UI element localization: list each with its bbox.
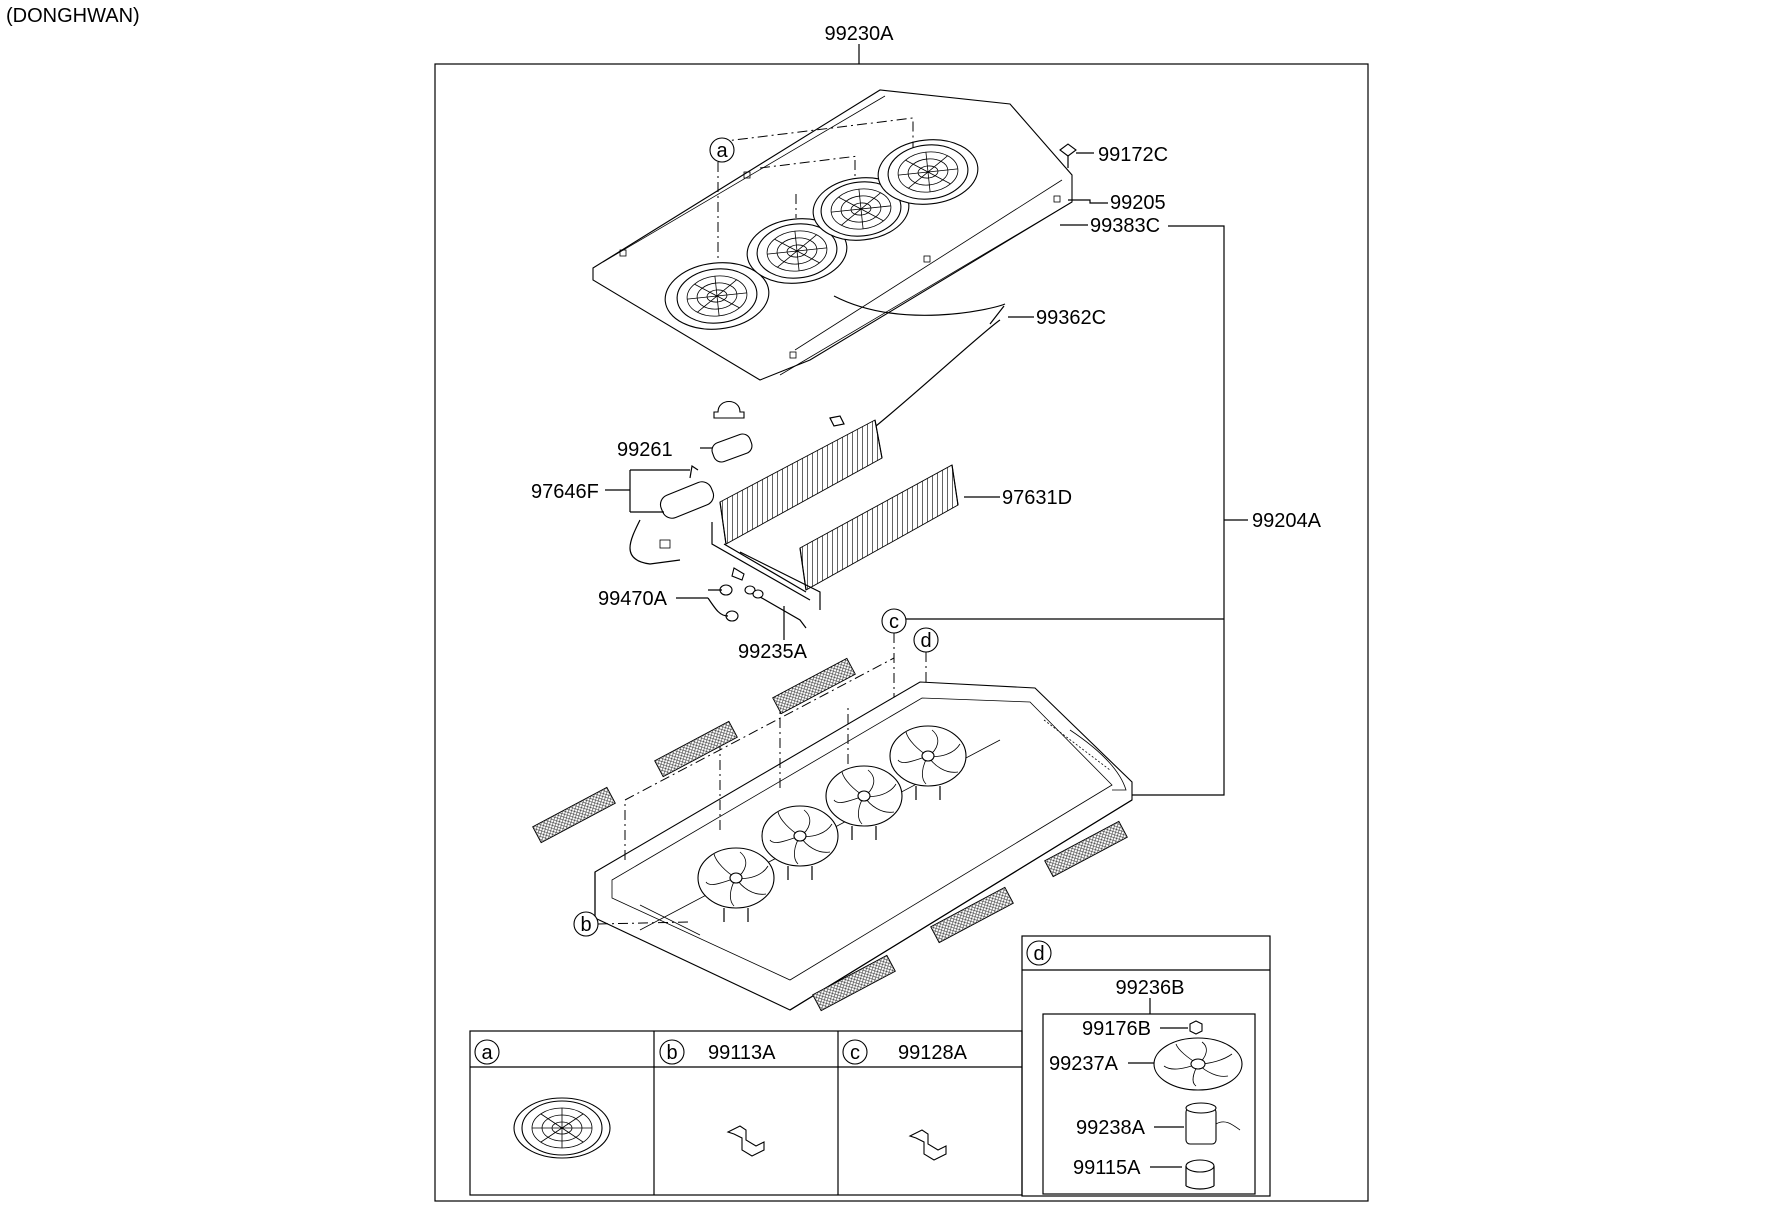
svg-text:d: d [920,630,931,652]
svg-text:d: d [1033,943,1044,965]
motor-99238A [1185,1102,1241,1145]
side-grille-2[interactable] [654,720,738,778]
coil-97631D-front[interactable] [799,464,959,591]
label-99172C[interactable]: 99172C [1098,144,1168,166]
front-grille-2[interactable] [930,886,1014,944]
label-99261[interactable]: 99261 [617,439,673,461]
part-99128A: 99128A [898,1042,968,1064]
side-grille-1[interactable] [532,786,616,844]
marker-b[interactable]: b [573,911,599,937]
assembly-part-number[interactable]: 99230A [825,23,895,45]
label-99383C[interactable]: 99383C [1090,215,1160,237]
label-99235A[interactable]: 99235A [738,641,808,663]
svg-text:a: a [481,1042,493,1064]
cover-grille-2 [746,218,848,284]
part-99176B[interactable]: 99176B [1082,1018,1151,1040]
svg-text:a: a [716,140,728,162]
cover-grille-1 [664,262,770,330]
label-99205[interactable]: 99205 [1110,192,1166,214]
coil-97631D-back[interactable] [719,419,883,545]
front-grille-3[interactable] [1044,820,1128,878]
label-99204A[interactable]: 99204A [1252,510,1322,532]
part-99236B[interactable]: 99236B [1116,977,1185,999]
label-99470A[interactable]: 99470A [598,588,668,610]
top-cover[interactable] [592,89,1073,381]
screw-99172C[interactable] [1059,143,1077,168]
svg-text:c: c [850,1042,860,1064]
detail-panel-d: d 99236B 99176B 99237A 99238A 99115A [1021,935,1271,1197]
part-99238A[interactable]: 99238A [1076,1117,1146,1139]
drier-99261[interactable] [710,432,754,464]
part-99113A: 99113A [708,1042,776,1064]
marker-a-cover[interactable]: a [709,137,735,163]
svg-text:b: b [580,914,591,936]
detail-panel-c[interactable]: c 99128A [842,1039,968,1161]
label-97631D[interactable]: 97631D [1002,487,1072,509]
marker-c[interactable]: c [881,608,907,634]
label-97646F[interactable]: 97646F [531,481,599,503]
clamp-99261[interactable] [713,400,745,419]
hose-99362C[interactable] [829,295,1006,427]
maker-label: (DONGHWAN) [6,5,140,27]
detail-panel-b[interactable]: b 99113A [659,1039,776,1157]
svg-text:b: b [666,1042,677,1064]
assembly-frame [434,63,1369,1202]
cover-grille-4 [877,139,979,205]
side-grille-3[interactable] [772,657,856,715]
part-99115A[interactable]: 99115A [1073,1157,1141,1179]
marker-d[interactable]: d [913,627,939,653]
bracket-99115A [1185,1159,1215,1190]
part-99237A[interactable]: 99237A [1049,1053,1119,1075]
label-99362C[interactable]: 99362C [1036,307,1106,329]
cover-grille-3 [812,177,910,241]
front-grille-1[interactable] [812,954,896,1012]
svg-text:c: c [889,611,899,633]
detail-panel-a: a [474,1039,611,1159]
bottom-housing[interactable] [594,681,1133,1011]
fittings-99470A[interactable] [719,567,745,622]
tube-99235A[interactable] [744,585,807,629]
accumulator-97646F[interactable] [629,464,717,565]
